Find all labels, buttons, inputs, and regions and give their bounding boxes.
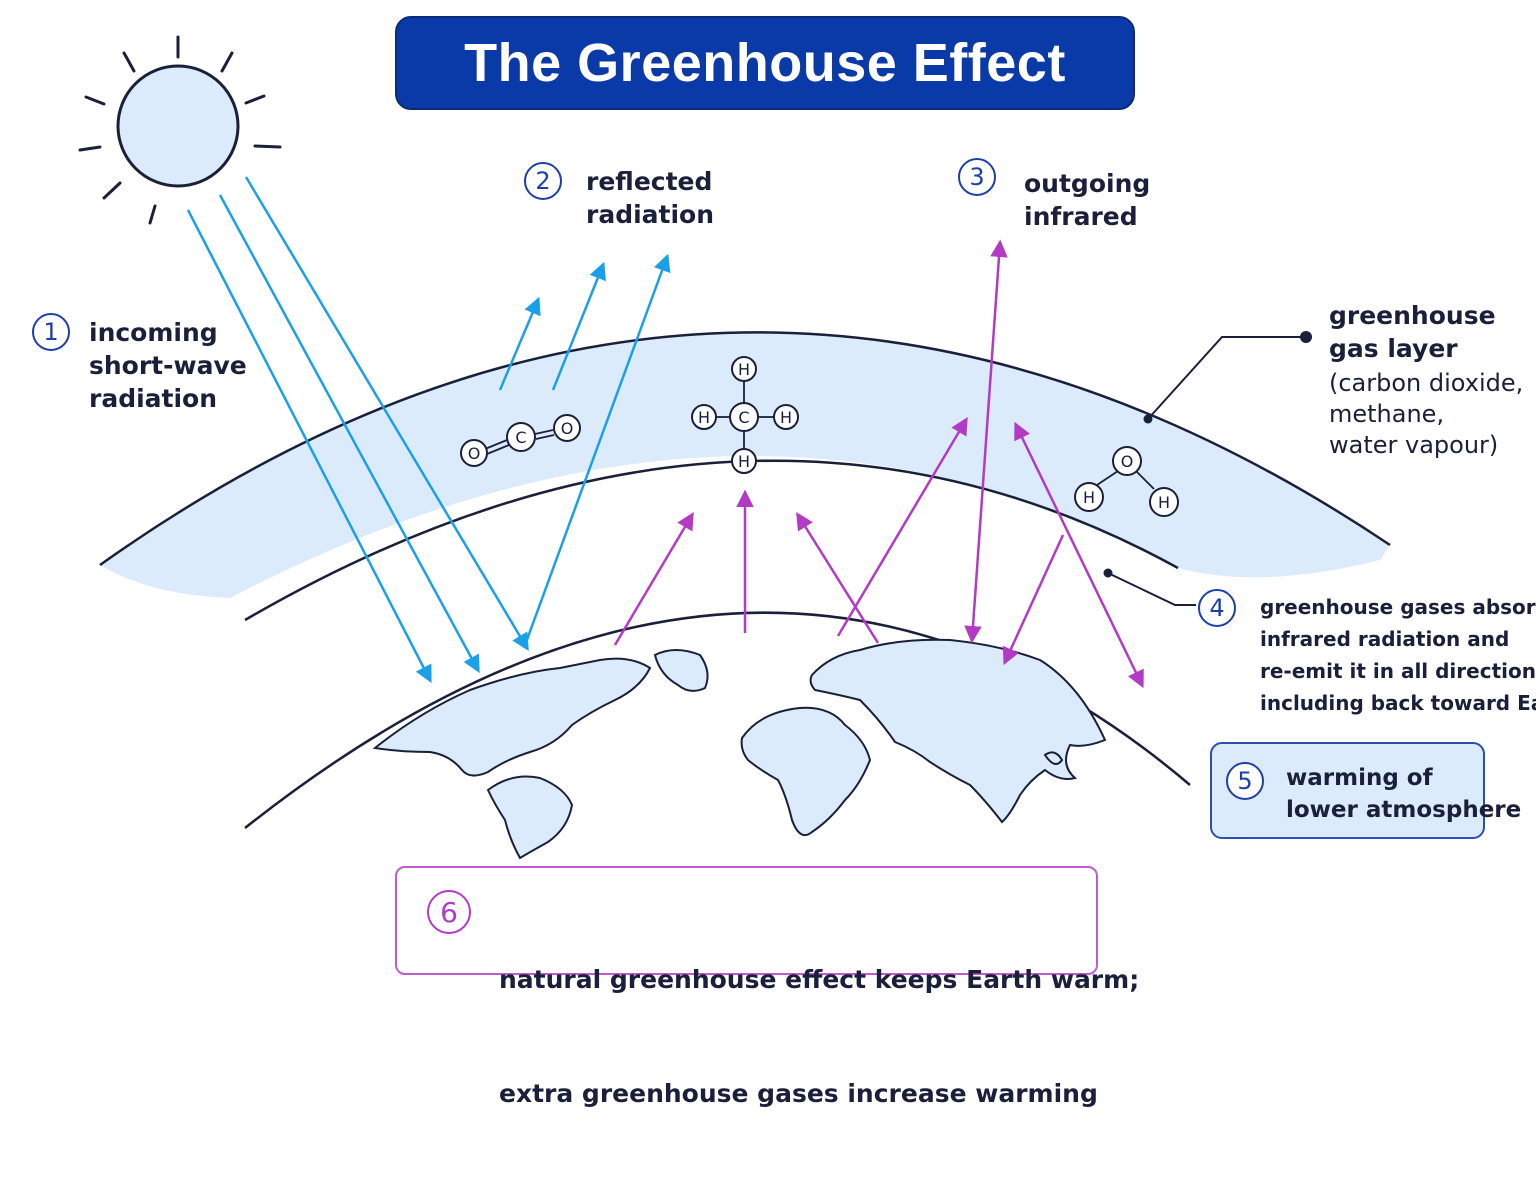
label-5-line-1: warming of	[1286, 765, 1433, 791]
summary-box: 6 natural greenhouse effect keeps Earth …	[395, 866, 1139, 1108]
step-number-6: 6	[427, 890, 471, 934]
absorb-leader	[1107, 572, 1196, 606]
step-number-5: 5	[1226, 762, 1264, 800]
greenhouse-diagram: O C O H H C H H	[78, 35, 1391, 860]
label-3-line-2: infrared	[1024, 202, 1138, 231]
label-incoming-shortwave: incoming short-wave radiation	[89, 316, 247, 415]
step-number-2: 2	[524, 162, 562, 200]
label-absorb-reemit: greenhouse gases absorb infrared radiati…	[1260, 591, 1536, 719]
label-5-line-2: lower atmosphere	[1286, 797, 1522, 823]
label-1-line-1: incoming	[89, 318, 218, 347]
warming-box: 5 warming of lower atmosphere	[1210, 742, 1521, 839]
label-gas-layer-detail: (carbon dioxide, methane, water vapour)	[1329, 368, 1523, 461]
ir-reemit-right	[1014, 421, 1144, 689]
ir-outgoing	[964, 239, 1008, 644]
label-summary: natural greenhouse effect keeps Earth wa…	[499, 885, 1139, 1189]
continent-eurasia	[809, 638, 1107, 824]
earth-globe-icon	[372, 638, 1107, 860]
ch4-atom-center: C	[738, 408, 749, 427]
gas-layer-title-line-1: greenhouse	[1329, 301, 1496, 330]
page-title: The Greenhouse Effect	[464, 33, 1066, 93]
label-warming: warming of lower atmosphere	[1286, 762, 1521, 826]
water-molecule-icon: O H H	[1074, 446, 1179, 517]
gas-layer-detail-line-1: (carbon dioxide,	[1329, 369, 1524, 397]
title-banner: The Greenhouse Effect	[395, 16, 1135, 110]
infrared-arrows	[613, 239, 1144, 689]
ch4-atom-bottom: H	[738, 452, 750, 471]
label-2-line-1: reflected	[586, 167, 713, 196]
ir-up-right	[836, 416, 968, 637]
label-4-line-1: greenhouse gases absorb	[1260, 595, 1536, 619]
h2o-atom-h2: H	[1158, 493, 1170, 512]
greenhouse-gas-layer	[100, 332, 1390, 598]
ch4-atom-top: H	[738, 360, 750, 379]
label-4-line-4: including back toward Earth	[1260, 691, 1536, 715]
gas-layer-leader	[1147, 336, 1306, 420]
continent-africa	[740, 706, 872, 836]
label-6-line-1: natural greenhouse effect keeps Earth wa…	[499, 965, 1140, 994]
label-6-line-2: extra greenhouse gases increase warming	[499, 1079, 1098, 1108]
label-4-line-3: re-emit it in all directions,	[1260, 659, 1536, 683]
h2o-atom-h1: H	[1083, 488, 1095, 507]
label-2-line-2: radiation	[586, 200, 715, 229]
step-number-3: 3	[958, 158, 996, 196]
reflected-ray-2	[551, 261, 606, 391]
reflected-ray-1	[498, 296, 541, 391]
label-reflected-radiation: reflected radiation	[586, 165, 714, 231]
label-3-line-1: outgoing	[1024, 169, 1151, 198]
label-1-line-3: radiation	[89, 384, 218, 413]
incoming-shortwave-arrows	[186, 176, 529, 684]
ch4-atom-right: H	[780, 408, 792, 427]
step-number-1: 1	[32, 313, 70, 351]
sun-icon	[78, 35, 282, 225]
co2-atom-1: O	[468, 444, 481, 463]
ir-up-left	[613, 511, 694, 646]
ir-reemit-left	[1002, 534, 1065, 666]
methane-molecule-icon: H H C H H	[691, 356, 799, 474]
island	[1043, 751, 1064, 765]
reflected-radiation-arrows	[498, 253, 671, 649]
co2-molecule-icon: O C O	[460, 414, 581, 467]
incoming-ray-2	[218, 194, 480, 674]
incoming-ray-3	[244, 176, 529, 652]
co2-atom-3: O	[561, 419, 574, 438]
label-1-line-2: short-wave	[89, 351, 247, 380]
ir-up-back	[796, 512, 880, 644]
reflected-ray-3	[522, 253, 671, 649]
co2-atom-2: C	[515, 428, 526, 447]
step-number-4: 4	[1198, 589, 1236, 627]
greenland	[653, 649, 709, 692]
gas-layer-detail-line-2: methane,	[1329, 400, 1445, 428]
gas-layer-title-line-2: gas layer	[1329, 334, 1458, 363]
gas-layer-outer-edge	[99, 331, 1391, 567]
gas-layer-leader-dot-end	[1300, 331, 1312, 343]
absorb-leader-dot	[1103, 568, 1113, 578]
continent-north-america	[372, 657, 652, 777]
ch4-atom-left: H	[698, 408, 710, 427]
continent-south-america	[486, 775, 574, 860]
label-gas-layer-title: greenhouse gas layer	[1329, 299, 1496, 365]
gas-layer-detail-line-3: water vapour)	[1329, 431, 1499, 459]
gas-layer-leader-dot-start	[1143, 414, 1153, 424]
label-4-line-2: infrared radiation and	[1260, 627, 1510, 651]
h2o-atom-o: O	[1121, 452, 1134, 471]
label-outgoing-infrared: outgoing infrared	[1024, 167, 1150, 233]
incoming-ray-1	[186, 209, 432, 684]
